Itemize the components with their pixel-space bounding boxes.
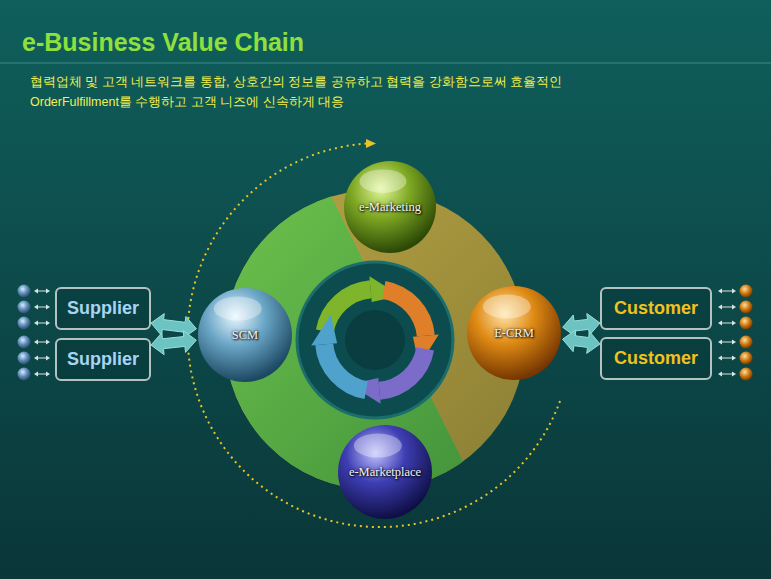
customer-dot	[740, 368, 753, 381]
customer-dot	[740, 317, 753, 330]
customer-box: Customer	[600, 337, 712, 380]
supplier-box: Supplier	[55, 338, 151, 381]
tiny-arrow-head	[732, 289, 736, 294]
sphere-body	[198, 288, 292, 382]
tiny-arrow-head	[732, 321, 736, 326]
supplier-dot	[18, 352, 31, 365]
sphere-body	[338, 425, 432, 519]
tiny-arrow-head	[46, 321, 50, 326]
tiny-arrow-head	[718, 321, 722, 326]
tiny-arrow	[37, 342, 47, 343]
tiny-arrow-head	[718, 372, 722, 377]
tiny-arrow	[37, 358, 47, 359]
sphere-highlight	[359, 169, 406, 193]
tiny-arrow	[37, 323, 47, 324]
sphere-label: e-Marketplace	[349, 465, 421, 480]
double-arrow	[563, 314, 600, 337]
tiny-arrow	[721, 374, 733, 375]
tiny-arrow-head	[732, 356, 736, 361]
supplier-dot	[18, 336, 31, 349]
tiny-arrow	[37, 374, 47, 375]
sphere-label: SCM	[232, 328, 258, 343]
subtitle-note: 협력업체 및 고객 네트워크를 통합, 상호간의 정보를 공유하고 협력을 강화…	[30, 72, 590, 112]
supplier-dot	[18, 301, 31, 314]
sphere-body	[344, 161, 436, 253]
tiny-arrow-head	[718, 340, 722, 345]
double-arrow	[151, 331, 196, 355]
customer-dot	[740, 285, 753, 298]
tiny-arrow	[721, 358, 733, 359]
supplier-dot	[18, 317, 31, 330]
tiny-arrow-head	[46, 340, 50, 345]
tiny-arrow-head	[718, 356, 722, 361]
sphere-body	[467, 286, 561, 380]
tiny-arrow-head	[46, 372, 50, 377]
supplier-box: Supplier	[55, 287, 151, 330]
tiny-arrow-head	[718, 289, 722, 294]
tiny-arrow	[721, 291, 733, 292]
box-label: Supplier	[67, 349, 139, 370]
tiny-arrow	[721, 342, 733, 343]
box-label: Supplier	[67, 298, 139, 319]
customer-box: Customer	[600, 287, 712, 330]
ecrm-sphere: E-CRM	[466, 285, 562, 381]
double-arrow	[563, 330, 600, 354]
sphere-label: E-CRM	[494, 326, 534, 341]
tiny-arrow-head	[34, 356, 38, 361]
tiny-arrow-head	[34, 372, 38, 377]
tiny-arrow-head	[732, 340, 736, 345]
supplier-dot	[18, 285, 31, 298]
customer-dot	[740, 352, 753, 365]
tiny-arrow-head	[46, 356, 50, 361]
customer-dot	[740, 301, 753, 314]
box-label: Customer	[614, 348, 698, 369]
tiny-arrow-head	[732, 372, 736, 377]
sphere-highlight	[214, 297, 262, 321]
e-marketplace-sphere: e-Marketplace	[337, 424, 433, 520]
tiny-arrow-head	[34, 321, 38, 326]
title: e-Business Value Chain	[22, 28, 304, 57]
box-label: Customer	[614, 298, 698, 319]
tiny-arrow	[721, 323, 733, 324]
tiny-arrow-head	[34, 289, 38, 294]
tiny-arrow-head	[732, 305, 736, 310]
tiny-arrow-head	[34, 340, 38, 345]
tiny-arrow-head	[718, 305, 722, 310]
tiny-arrow-head	[46, 289, 50, 294]
sphere-label: e-Marketing	[359, 200, 421, 215]
sphere-highlight	[354, 434, 402, 458]
tiny-arrow	[37, 307, 47, 308]
customer-dot	[740, 336, 753, 349]
sphere-highlight	[483, 295, 531, 319]
tiny-arrow-head	[46, 305, 50, 310]
double-arrow	[151, 314, 196, 339]
scm-sphere: SCM	[197, 287, 293, 383]
tiny-arrow-head	[34, 305, 38, 310]
supplier-dot	[18, 368, 31, 381]
tiny-arrow	[721, 307, 733, 308]
e-marketing-sphere: e-Marketing	[343, 160, 437, 254]
tiny-arrow	[37, 291, 47, 292]
